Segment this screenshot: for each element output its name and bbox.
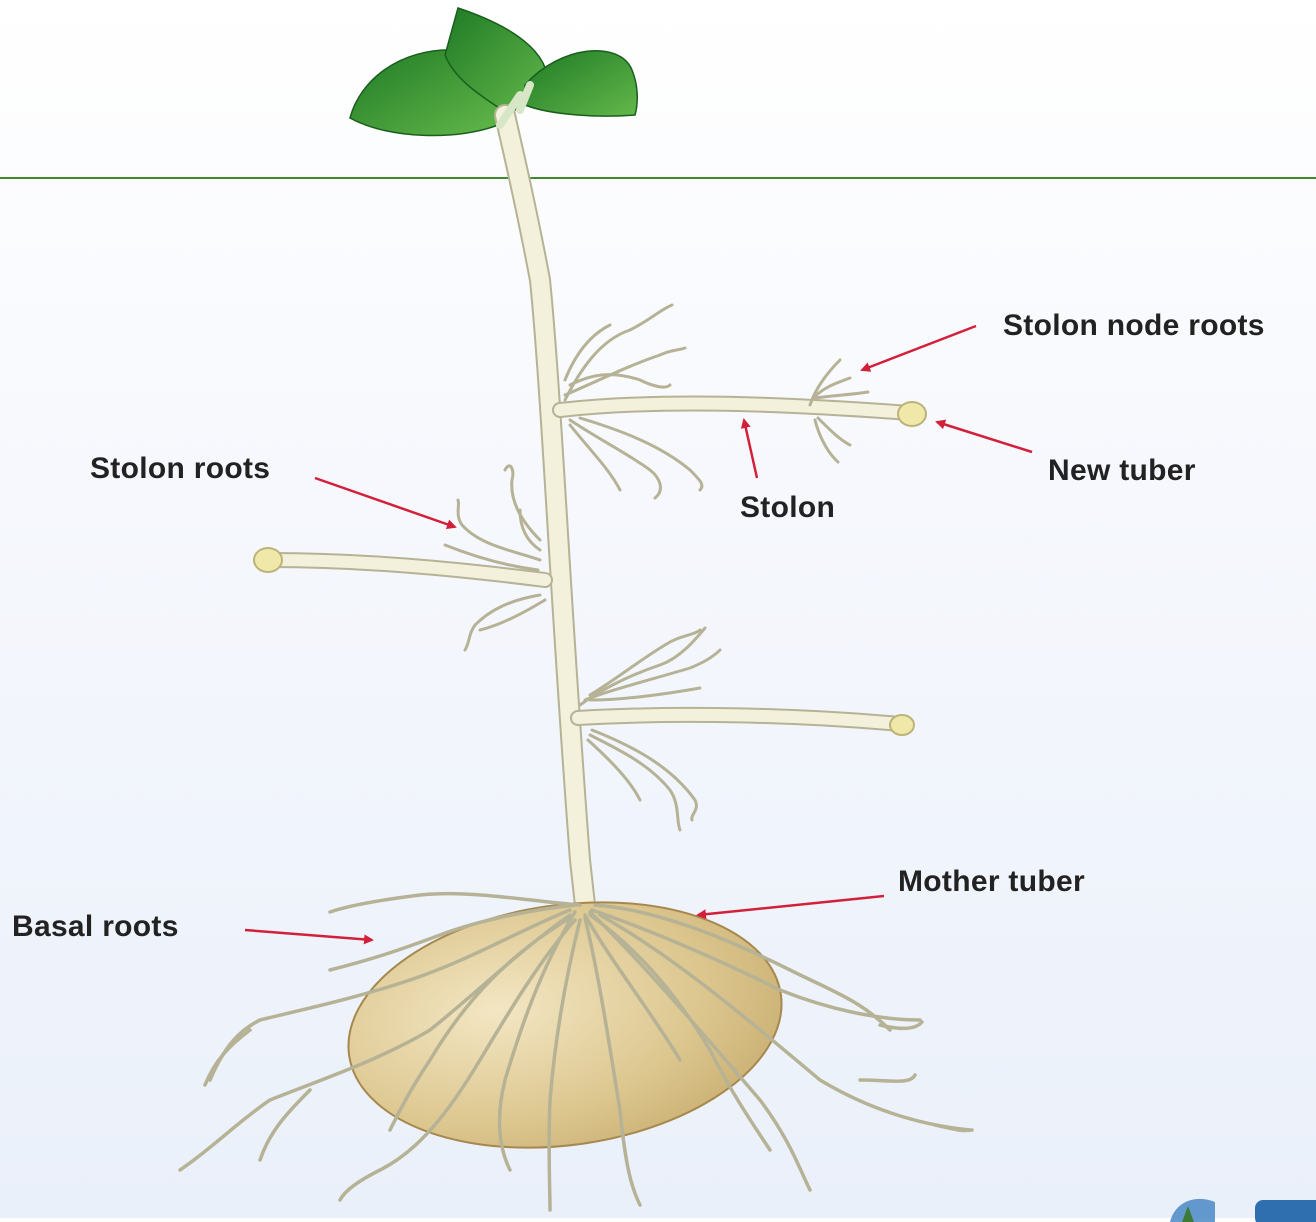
stolons — [270, 404, 910, 724]
label-basal-roots: Basal roots — [12, 910, 179, 944]
arrow-stolon-roots — [315, 478, 455, 527]
arrow-stolon — [744, 420, 757, 478]
arrow-stolon-node-roots — [862, 326, 976, 370]
label-new-tuber: New tuber — [1048, 454, 1196, 488]
arrow-basal-roots — [245, 930, 372, 940]
label-mother-tuber: Mother tuber — [898, 865, 1085, 899]
arrow-new-tuber — [937, 422, 1032, 452]
arrow-mother-tuber — [698, 896, 884, 915]
leaves — [350, 8, 637, 135]
stolon-root-bundles — [445, 305, 868, 830]
label-stolon-roots: Stolon roots — [90, 452, 270, 486]
label-stolon: Stolon — [740, 491, 835, 525]
label-stolon-node-roots: Stolon node roots — [1003, 309, 1265, 343]
